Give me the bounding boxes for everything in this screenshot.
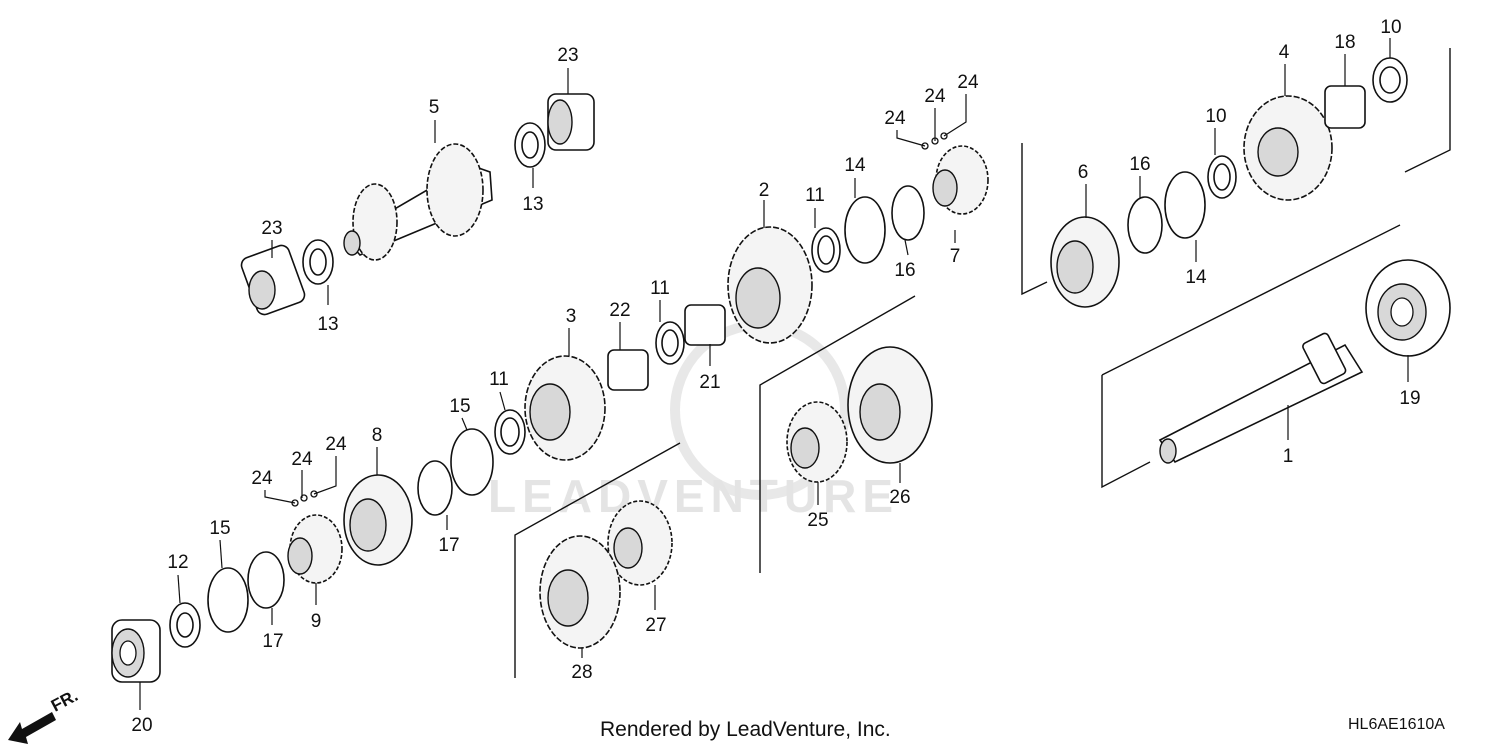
callout-10-lower: 10 [1205, 106, 1226, 127]
part-21-needle-bearing [684, 304, 726, 346]
callout-15-lower: 15 [209, 518, 230, 539]
callout-24-lower-c: 24 [325, 434, 347, 455]
callout-20: 20 [131, 715, 152, 736]
frame-lower [514, 442, 681, 678]
callout-19: 19 [1399, 388, 1420, 409]
part-27-gear [607, 500, 673, 586]
leader-lines [139, 38, 1409, 710]
callout-24-lower-a: 24 [251, 468, 273, 489]
callout-17-middle: 17 [438, 535, 459, 556]
part-9-spline-bushing [287, 514, 343, 584]
callout-7: 7 [950, 246, 961, 267]
watermark-text: LEADVENTURE [488, 470, 899, 522]
assembly-frames [514, 48, 1451, 678]
render-credit: Rendered by LeadVenture, Inc. [600, 718, 891, 741]
part-3-gear [524, 355, 606, 461]
part-16-circlip-upper-right [1127, 196, 1163, 254]
callout-24-lower-b: 24 [291, 449, 313, 470]
part-11-washer-upper [811, 227, 841, 273]
frame-shaft-top [1101, 224, 1401, 376]
callout-14-right: 14 [1185, 267, 1207, 288]
part-23-needle-bearing-right [547, 93, 595, 151]
callout-5: 5 [429, 97, 440, 118]
part-5-countershaft-gear [343, 143, 493, 261]
part-17-circlip-lower [247, 551, 285, 609]
part-6-shifter-sleeve [1050, 216, 1120, 308]
frame-shaft-left [1101, 375, 1151, 489]
callout-11-upper: 11 [805, 185, 825, 206]
part-11-washer-lower [494, 409, 526, 455]
callout-27: 27 [645, 615, 666, 636]
part-18-needle-bearing [1324, 85, 1366, 129]
part-26-gear-hub [847, 346, 933, 464]
callout-4: 4 [1279, 42, 1290, 63]
callout-23-right: 23 [557, 45, 578, 66]
callout-11-lower: 11 [489, 369, 509, 390]
callout-28: 28 [571, 662, 592, 683]
part-11-washer-middle [655, 321, 685, 365]
callout-24-upper-b: 24 [924, 86, 946, 107]
callout-21: 21 [699, 372, 720, 393]
part-16-circlip-upper-left [891, 185, 925, 241]
callout-23-left: 23 [261, 218, 282, 239]
part-19-ball-bearing [1365, 259, 1451, 357]
part-15-circlip-middle [450, 428, 494, 496]
part-8-shifter-sleeve [343, 474, 413, 566]
part-10-washer-upper [1372, 57, 1408, 103]
part-10-washer-lower [1207, 155, 1237, 199]
callout-10-upper: 10 [1380, 17, 1401, 38]
part-13-washer-left [302, 239, 334, 285]
frame-mid [759, 295, 916, 573]
callout-3: 3 [566, 306, 577, 327]
part-4-gear [1243, 95, 1333, 201]
callout-24-upper-a: 24 [884, 108, 906, 129]
part-15-circlip-lower [207, 567, 249, 633]
callout-11-middle: 11 [650, 278, 670, 299]
part-25-gear [786, 401, 848, 483]
part-12-washer [169, 602, 201, 648]
part-20-ball-bearing [111, 619, 161, 683]
part-2-gear [727, 226, 813, 344]
front-direction-marker: FR. [8, 686, 81, 744]
frame-right-upper [1404, 48, 1451, 173]
part-23-needle-bearing-left [240, 244, 306, 316]
callout-15-middle: 15 [449, 396, 470, 417]
part-22-needle-bearing [607, 349, 649, 391]
drawing-code: HL6AE1610A [1348, 716, 1445, 733]
callout-16-left: 16 [894, 260, 915, 281]
part-1-mainshaft [1158, 332, 1364, 464]
callout-6: 6 [1078, 162, 1089, 183]
part-13-washer-right [514, 122, 546, 168]
callout-25: 25 [807, 510, 828, 531]
frame-left-upper [1021, 143, 1048, 296]
part-24-balls-lower [291, 490, 318, 507]
callout-9: 9 [311, 611, 322, 632]
callout-13-right: 13 [522, 194, 543, 215]
callout-labels: 1 2 3 4 5 6 7 8 9 10 10 11 11 11 12 13 1… [131, 17, 1420, 736]
front-label: FR. [48, 686, 81, 716]
part-7-spline-bushing [932, 145, 989, 215]
part-28-gear [539, 535, 621, 649]
callout-14-left: 14 [844, 155, 866, 176]
callout-8: 8 [372, 425, 383, 446]
callout-26: 26 [889, 487, 910, 508]
part-17-circlip-middle [417, 460, 453, 516]
callout-2: 2 [759, 180, 770, 201]
callout-18: 18 [1334, 32, 1355, 53]
part-14-circlip-upper-left [844, 196, 886, 264]
callout-22: 22 [609, 300, 630, 321]
callout-12: 12 [167, 552, 188, 573]
front-arrow-icon [8, 712, 56, 744]
callout-17-lower: 17 [262, 631, 283, 652]
callout-16-right: 16 [1129, 154, 1150, 175]
callout-1: 1 [1283, 446, 1294, 467]
part-14-circlip-upper-right [1164, 171, 1206, 239]
callout-13-left: 13 [317, 314, 338, 335]
callout-24-upper-c: 24 [957, 72, 979, 93]
